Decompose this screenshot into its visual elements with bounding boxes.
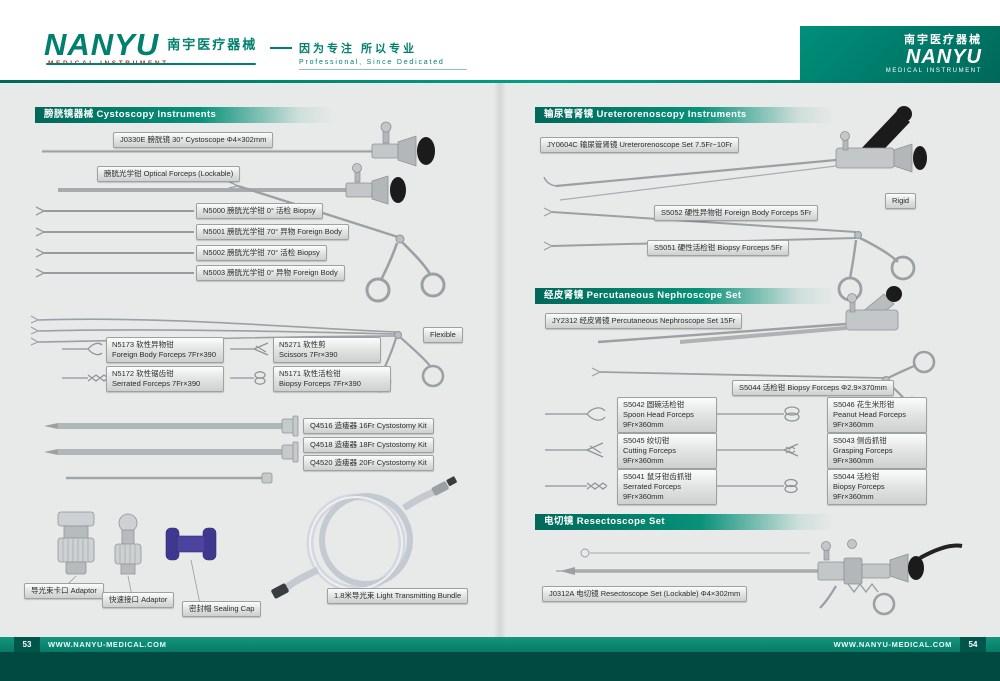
tag-line: Peanut Head Forceps [833,410,906,420]
tag-line: Biopsy Forceps [833,482,885,492]
page-gutter [493,83,507,637]
slogan-underline [299,69,467,70]
product-tag-s5045: S5045 绞切钳 Cutting Forceps 9Fr×360mm [617,433,717,470]
footer-band [0,652,1000,681]
page-number-right: 54 [960,637,986,652]
tag-line: 9Fr×360mm [623,420,664,430]
brand-underline [46,63,256,65]
product-tag-s5046: S5046 花生米形钳 Peanut Head Forceps 9Fr×360m… [827,397,927,434]
product-tag-s5044-grid: S5044 活检钳 Biopsy Forceps 9Fr×360mm [827,469,927,506]
tag-line: Grasping Forceps [833,446,893,456]
tag-line: Biopsy Forceps 7Fr×390 [279,379,361,389]
tag-line: S5046 花生米形钳 [833,400,895,409]
section-title-ureterorenoscopy: 输尿管肾镜 Ureterorenoscopy Instruments [535,107,835,123]
right-brand-chinese: 南宇医疗器械 [904,34,982,46]
tag-line: S5042 圆碗活检钳 [623,400,685,409]
tag-line: S5041 鼠牙钳齿抓钳 [623,472,692,481]
brand-name: NANYU [44,27,160,62]
product-tag-jy2312: JY2312 经皮肾镜 Percutaneous Nephroscope Set… [545,313,743,330]
tag-line: N5172 软性锯齿钳 [112,369,174,378]
tag-line: 9Fr×360mm [833,456,874,466]
footer-bar: 53 WWW.NANYU-MEDICAL.COM WWW.NANYU-MEDIC… [0,637,1000,652]
tag-line: N5271 软性剪 [279,340,326,349]
rigid-chip: Rigid [885,193,917,210]
tag-line: Cutting Forceps [623,446,676,456]
brand-chinese: 南宇医疗器械 [167,37,258,52]
tag-line: Foreign Body Forceps 7Fr×390 [112,350,217,360]
right-brand-name: NANYU [905,46,982,68]
tag-line: 9Fr×360mm [833,420,874,430]
product-tag-n5173: N5173 软性异物钳 Foreign Body Forceps 7Fr×390 [106,337,224,364]
tag-line: 9Fr×360mm [623,456,664,466]
product-tag-quick-adaptor: 快速接口 Adaptor [102,592,175,609]
tag-line: Serrated Forceps [623,482,681,492]
product-tag-sealing-cap: 密封帽 Sealing Cap [182,601,262,618]
nanyu-logo: NANYU 南宇医疗器械 MEDICAL INSTRUMENT [44,27,258,67]
nanyu-logo-right: 南宇医疗器械 NANYU MEDICAL INSTRUMENT [800,26,1000,80]
product-tag-q4516: Q4516 造瘘器 16Fr Cystostomy Kit [303,418,434,435]
product-tag-n5171: N5171 软性活检钳 Biopsy Forceps 7Fr×390 [273,366,391,393]
section-title-nephroscope: 经皮肾镜 Percutaneous Nephroscope Set [535,288,835,304]
tag-line: N5173 软性异物钳 [112,340,174,349]
slogan-english: Professional, Since Dedicated [299,59,445,66]
right-brand-subtitle: MEDICAL INSTRUMENT [885,68,982,74]
section-title-resectoscope: 电切镜 Resectoscope Set [535,514,835,530]
tag-line: N5171 软性活检钳 [279,369,341,378]
tag-line: 9Fr×360mm [833,492,874,502]
slogan-dash [270,47,292,49]
product-tag-s5043: S5043 侧齿抓钳 Grasping Forceps 9Fr×360mm [827,433,927,470]
slogan-chinese: 因为专注 所以专业 [299,43,418,55]
product-tag-jy0604c: JY0604C 输尿管肾镜 Ureterorenoscope Set 7.5Fr… [540,137,740,154]
product-tag-optical-forceps: 膀胱光学钳 Optical Forceps (Lockable) [97,166,241,183]
product-tag-j0312a: J0312A 电切镜 Resectoscope Set (Lockable) Φ… [542,586,748,603]
product-tag-n5271: N5271 软性剪 Scissors 7Fr×390 [273,337,381,364]
header-divider [0,80,1000,83]
tag-line: Scissors 7Fr×390 [279,350,338,360]
tag-line: S5043 侧齿抓钳 [833,436,887,445]
tag-line: 9Fr×360mm [623,492,664,502]
website-left: WWW.NANYU-MEDICAL.COM [48,640,167,649]
product-tag-s5052: S5052 硬性异物钳 Foreign Body Forceps 5Fr [654,205,819,222]
product-tag-n5000: N5000 膀胱光学钳 0° 活检 Biopsy [196,203,323,220]
product-tag-s5041: S5041 鼠牙钳齿抓钳 Serrated Forceps 9Fr×360mm [617,469,717,506]
tag-line: S5044 活检钳 [833,472,880,481]
product-tag-q4518: Q4518 造瘘器 18Fr Cystostomy Kit [303,437,434,454]
tag-line: S5045 绞切钳 [623,436,670,445]
product-tag-n5172: N5172 软性锯齿钳 Serrated Forceps 7Fr×390 [106,366,224,393]
product-tag-n5001: N5001 膀胱光学钳 70° 异物 Foreign Body [196,224,349,241]
product-tag-s5044-long: S5044 活检钳 Biopsy Forceps Φ2.9×370mm [732,380,894,397]
tag-line: Spoon Head Forceps [623,410,694,420]
section-title-cystoscopy: 膀胱镜器械 Cystoscopy Instruments [35,107,335,123]
product-tag-s5042: S5042 圆碗活检钳 Spoon Head Forceps 9Fr×360mm [617,397,717,434]
product-tag-s5051: S5051 硬性活检钳 Biopsy Forceps 5Fr [647,240,790,257]
slogan-block: 因为专注 所以专业 Professional, Since Dedicated [270,40,467,70]
website-right: WWW.NANYU-MEDICAL.COM [833,640,952,649]
product-tag-q4520: Q4520 造瘘器 20Fr Cystostomy Kit [303,455,434,472]
product-tag-j0330e: J0330E 膀胱镜 30° Cystoscope Φ4×302mm [113,132,274,149]
product-tag-bayonet-adaptor: 导光束卡口 Adaptor [24,583,104,600]
product-tag-n5003: N5003 膀胱光学钳 0° 异物 Foreign Body [196,265,345,282]
tag-line: Serrated Forceps 7Fr×390 [112,379,201,389]
product-tag-n5002: N5002 膀胱光学钳 70° 活检 Biopsy [196,245,327,262]
flexible-chip: Flexible [423,327,463,344]
product-tag-light-bundle: 1.8米导光束 Light Transmitting Bundle [327,588,469,605]
page-number-left: 53 [14,637,40,652]
